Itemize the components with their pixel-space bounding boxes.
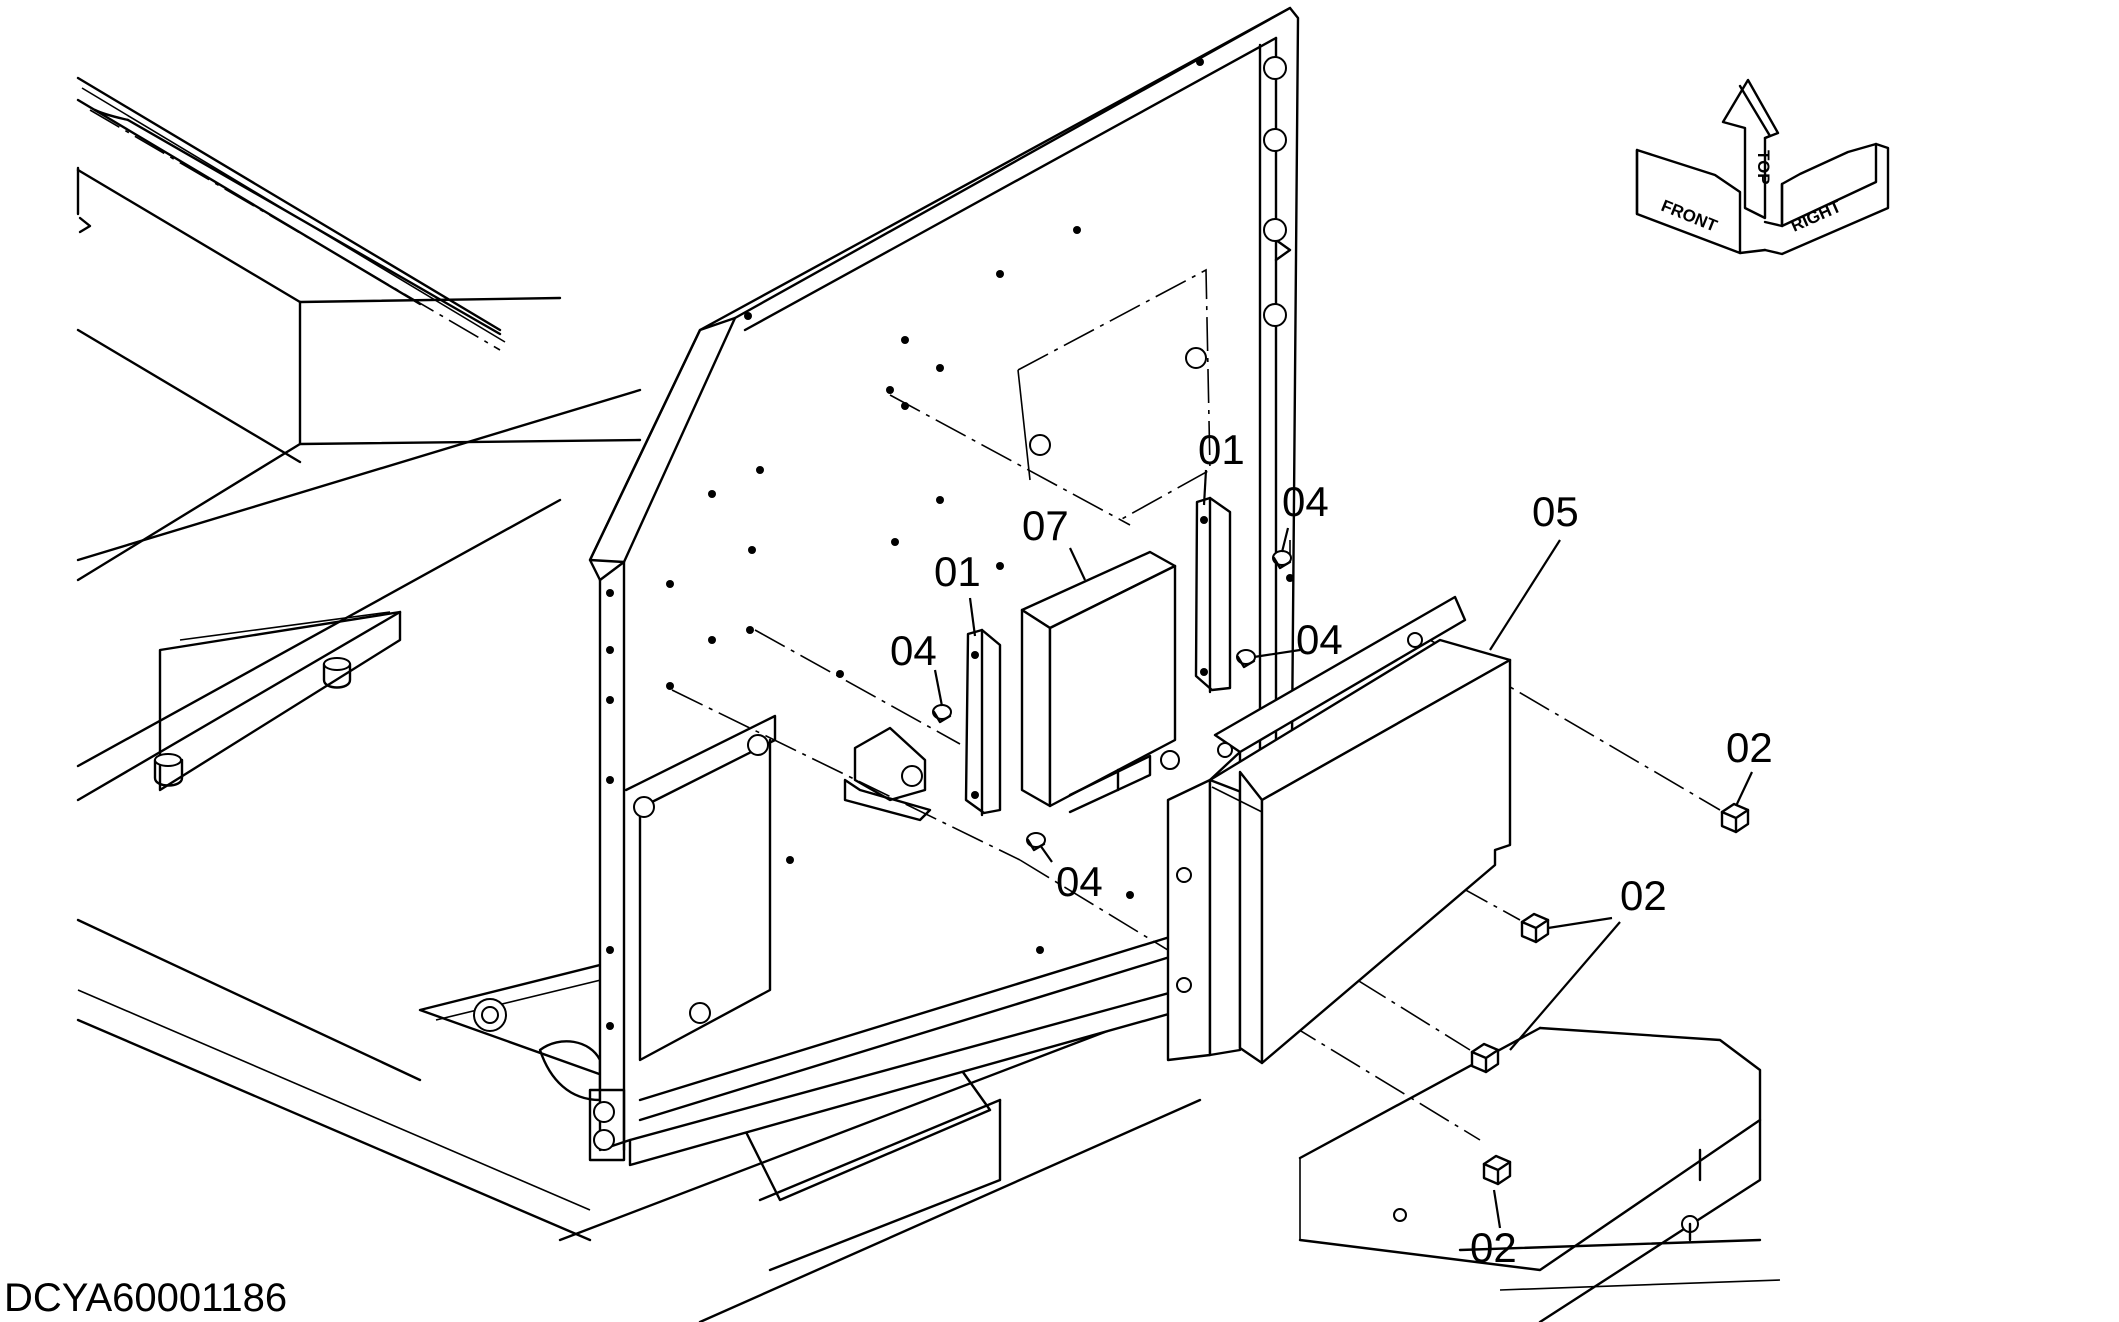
callout-04-upper: 04 bbox=[1282, 478, 1329, 525]
mounting-panel bbox=[588, 6, 1300, 1167]
callout-02-bottom: 02 bbox=[1470, 1224, 1517, 1271]
bolt-02-a bbox=[1720, 802, 1750, 834]
screw-04-b bbox=[1272, 550, 1292, 570]
callout-01-right: 01 bbox=[1198, 426, 1245, 473]
callout-04-lower: 04 bbox=[1056, 858, 1103, 905]
top-arrow-icon bbox=[1721, 78, 1780, 220]
callout-07: 07 bbox=[1022, 502, 1069, 549]
callout-04-middle: 04 bbox=[1296, 616, 1343, 663]
callout-02-right: 02 bbox=[1726, 724, 1773, 771]
part-05-cover bbox=[1166, 595, 1512, 1065]
part-01-right-bracket bbox=[1194, 496, 1232, 694]
bolt-02-b bbox=[1520, 912, 1550, 944]
machine-frame bbox=[76, 76, 1781, 1322]
panel-holes bbox=[666, 58, 1294, 954]
callout-04-left: 04 bbox=[890, 627, 937, 674]
bolt-02-c bbox=[1470, 1042, 1500, 1074]
part-07-controller bbox=[1020, 550, 1177, 814]
callout-labels: 01 01 07 05 04 04 04 04 02 02 02 bbox=[890, 426, 1773, 1271]
orientation-top-label: TOP bbox=[1754, 150, 1773, 185]
leader-lines bbox=[933, 469, 1753, 1229]
front-arrow-icon bbox=[1635, 148, 1742, 255]
bolt-02-d bbox=[1482, 1154, 1512, 1186]
callout-01-left: 01 bbox=[934, 548, 981, 595]
callout-02-middle: 02 bbox=[1620, 872, 1667, 919]
part-02-bolts bbox=[1470, 802, 1750, 1186]
drawing-id-label: DCYA60001186 bbox=[4, 1276, 288, 1320]
orientation-indicator: FRONT RIGHT TOP bbox=[1635, 78, 1890, 256]
callout-05: 05 bbox=[1532, 488, 1579, 535]
screw-04-c bbox=[1236, 649, 1256, 669]
part-01-left-bracket bbox=[964, 628, 1002, 817]
